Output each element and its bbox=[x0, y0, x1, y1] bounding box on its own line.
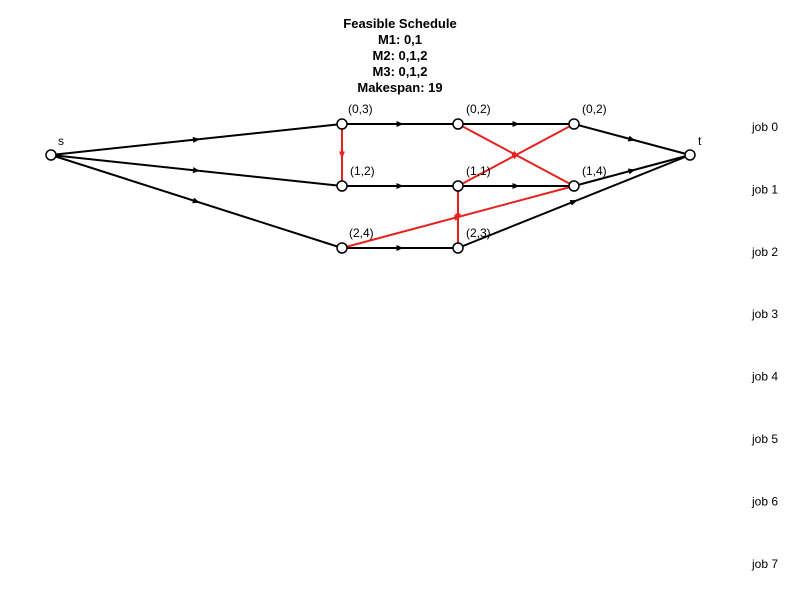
disjunctive-edge bbox=[339, 124, 345, 186]
node-label: (0,3) bbox=[348, 102, 373, 116]
job-label: job 7 bbox=[751, 557, 778, 571]
node-circle bbox=[336, 242, 348, 254]
job-label: job 5 bbox=[751, 432, 778, 446]
node-circle bbox=[568, 180, 580, 192]
node-circle bbox=[336, 180, 348, 192]
conjunctive-edge bbox=[573, 123, 691, 156]
title-line: Feasible Schedule bbox=[343, 16, 456, 31]
node-label: (1,1) bbox=[466, 164, 491, 178]
conjunctive-edge bbox=[457, 154, 691, 249]
job-label: job 2 bbox=[751, 245, 778, 259]
title-line: M3: 0,1,2 bbox=[373, 64, 428, 79]
node-label: (1,4) bbox=[582, 164, 607, 178]
conjunctive-edge bbox=[342, 121, 458, 127]
graph-node: (2,4) bbox=[336, 226, 374, 254]
edge-arrowhead bbox=[455, 213, 461, 221]
edges-layer bbox=[50, 121, 691, 251]
graph-node: (2,3) bbox=[452, 226, 491, 254]
edge-arrowhead bbox=[512, 121, 520, 127]
node-circle bbox=[336, 118, 348, 130]
edge-arrowhead bbox=[627, 135, 636, 142]
node-label: (0,2) bbox=[466, 102, 491, 116]
node-circle bbox=[452, 180, 464, 192]
title-line: M1: 0,1 bbox=[378, 32, 422, 47]
job-label: job 1 bbox=[751, 182, 778, 196]
edge-arrowhead bbox=[627, 168, 636, 175]
node-circle bbox=[452, 118, 464, 130]
edge-arrowhead bbox=[192, 136, 200, 143]
edge-arrowhead bbox=[192, 167, 200, 174]
graph-title: Feasible Schedule M1: 0,1 M2: 0,1,2 M3: … bbox=[343, 16, 456, 95]
node-circle bbox=[45, 149, 57, 161]
graph-node: (1,1) bbox=[452, 164, 491, 192]
graph-node: (1,2) bbox=[336, 164, 375, 192]
edge-arrowhead bbox=[569, 200, 578, 206]
node-label: (1,2) bbox=[350, 164, 375, 178]
title-line: Makespan: 19 bbox=[357, 80, 442, 95]
conjunctive-edge bbox=[573, 154, 691, 187]
graph-node: (0,2) bbox=[568, 102, 607, 130]
edge-arrowhead bbox=[396, 245, 404, 251]
job-label: job 6 bbox=[751, 494, 778, 508]
conjunctive-edge bbox=[50, 123, 343, 156]
graph-node: (0,3) bbox=[336, 102, 373, 130]
job-label: job 4 bbox=[751, 370, 778, 384]
edge-arrowhead bbox=[511, 153, 520, 160]
graph-node: (1,4) bbox=[568, 164, 607, 192]
edge-arrowhead bbox=[512, 183, 520, 189]
edge-arrowhead bbox=[339, 151, 345, 159]
job-label: job 3 bbox=[751, 307, 778, 321]
conjunctive-edge bbox=[458, 183, 574, 189]
nodes-layer: s t (0,3) (0,2) (0,2) (1,2) (1,1) (1,4) (2,4) (2,… bbox=[45, 102, 702, 254]
graph-node: t bbox=[684, 134, 702, 161]
conjunctive-edge bbox=[458, 121, 574, 127]
node-label: (0,2) bbox=[582, 102, 607, 116]
title-line: M2: 0,1,2 bbox=[373, 48, 428, 63]
conjunctive-edge bbox=[50, 154, 343, 187]
job-legend: job 0 job 1 job 2 job 3 job 4 job 5 job 6 job 7 bbox=[751, 120, 778, 571]
node-label: (2,4) bbox=[349, 226, 374, 240]
conjunctive-edge bbox=[342, 245, 458, 251]
node-circle bbox=[684, 149, 696, 161]
edge-arrowhead bbox=[396, 183, 404, 189]
node-circle bbox=[452, 242, 464, 254]
edge-arrowhead bbox=[396, 121, 404, 127]
disjunctive-edge bbox=[455, 186, 461, 248]
graph-node: s bbox=[45, 134, 64, 161]
node-circle bbox=[568, 118, 580, 130]
conjunctive-edge bbox=[50, 154, 343, 249]
graph-node: (0,2) bbox=[452, 102, 491, 130]
node-label: (2,3) bbox=[466, 226, 491, 240]
disjunctive-edge bbox=[457, 123, 575, 187]
conjunctive-edge bbox=[342, 183, 458, 189]
edge-arrowhead bbox=[192, 197, 200, 204]
node-label: s bbox=[58, 134, 64, 148]
job-label: job 0 bbox=[751, 120, 778, 134]
node-label: t bbox=[698, 134, 702, 148]
